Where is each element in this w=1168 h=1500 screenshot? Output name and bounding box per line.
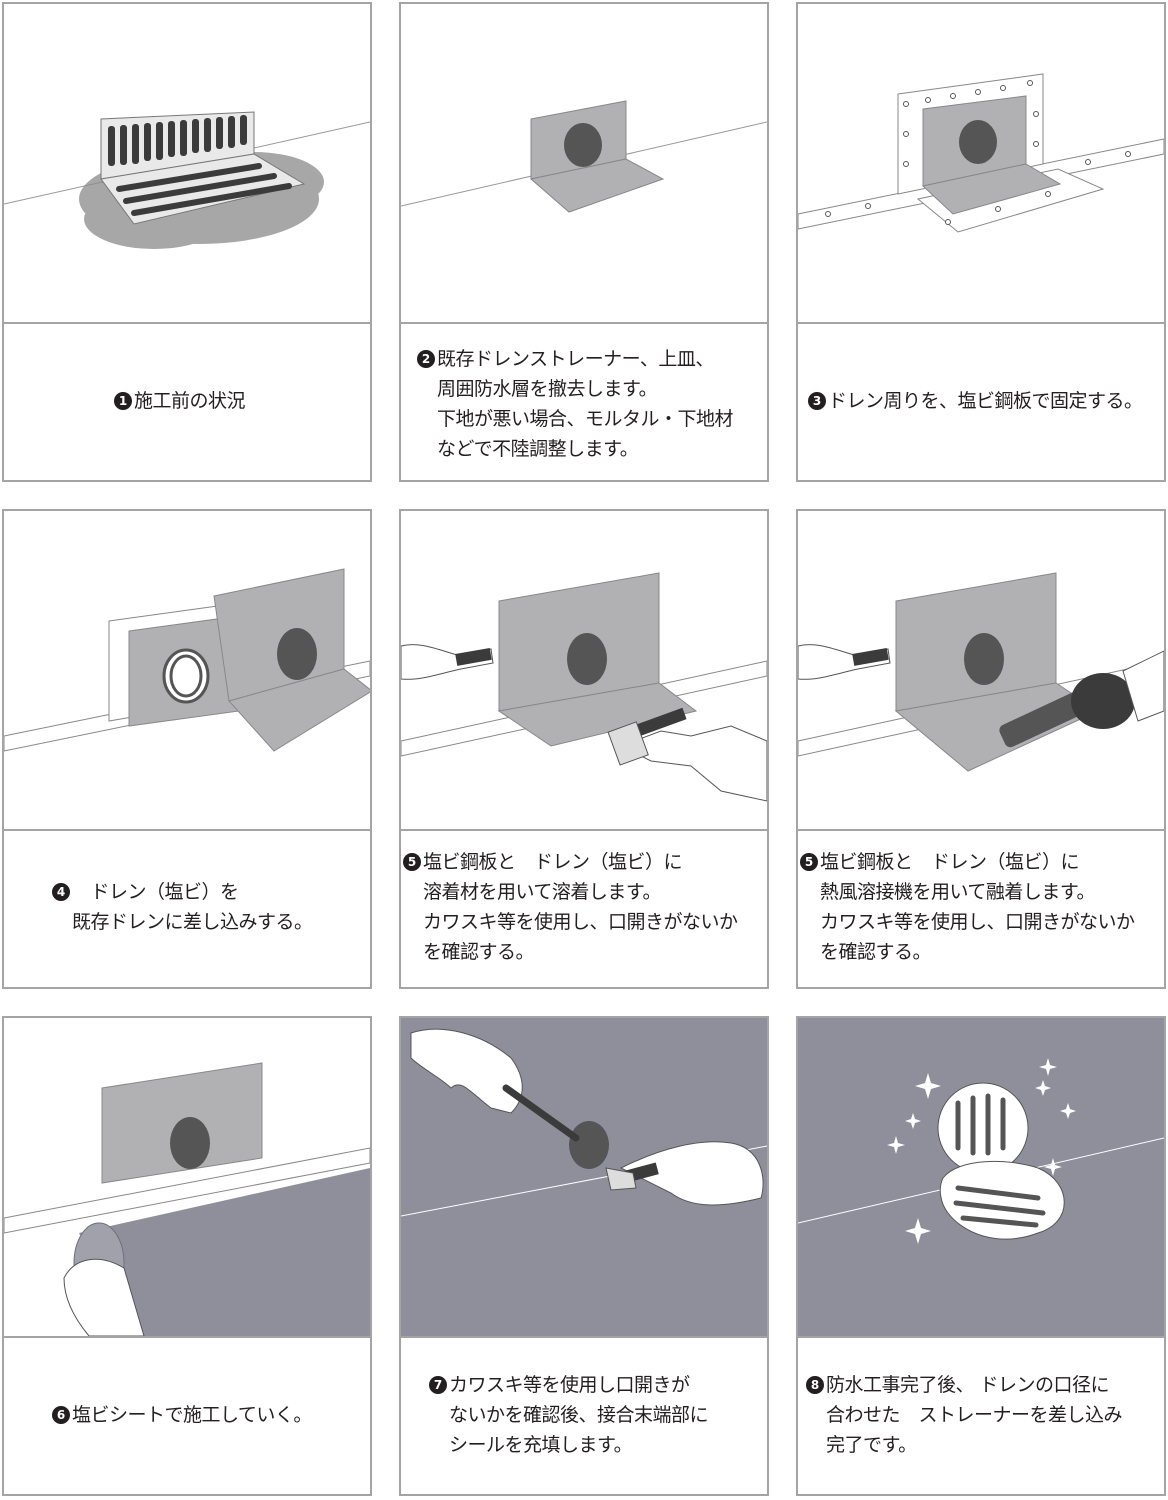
illustration-hot-air-weld — [798, 511, 1164, 829]
step-number-badge: 8 — [806, 1376, 824, 1394]
caption-line: 塩ビシートで施工していく。 — [72, 1404, 312, 1426]
caption-4: 4 ドレン（塩ビ）を 既存ドレンに差し込みする。 — [4, 829, 370, 987]
caption-line: 既存ドレンに差し込みする。 — [72, 911, 313, 933]
step-number-badge: 2 — [417, 350, 435, 368]
caption-line: 完了です。 — [826, 1434, 917, 1456]
step-number-badge: 5 — [800, 853, 818, 871]
illustration-existing-drain — [4, 4, 370, 322]
step-number-badge: 1 — [114, 392, 132, 410]
step-number-badge: 3 — [808, 392, 826, 410]
caption-line: 施工前の状況 — [134, 390, 246, 412]
caption-line: 既存ドレンストレーナー、上皿、 — [437, 348, 714, 370]
illustration-solvent-weld — [401, 511, 767, 829]
caption-line: カワスキ等を使用し口開きが — [449, 1374, 690, 1396]
caption-line: カワスキ等を使用し、口開きがないか — [820, 911, 1135, 933]
step-number-badge: 7 — [429, 1376, 447, 1394]
caption-line: 合わせた ストレーナーを差し込み — [826, 1404, 1123, 1426]
caption-line: 熱風溶接機を用いて融着します。 — [820, 881, 1096, 903]
caption-line: 防水工事完了後、 ドレンの口径に — [826, 1374, 1110, 1396]
caption-line: を確認する。 — [423, 941, 535, 963]
step-number-badge: 4 — [52, 883, 70, 901]
caption-line: を確認する。 — [820, 941, 932, 963]
caption-line: 下地が悪い場合、モルタル・下地材 — [437, 408, 734, 430]
caption-line: カワスキ等を使用し、口開きがないか — [423, 911, 738, 933]
caption-line: ないかを確認後、接合末端部に — [449, 1404, 709, 1426]
caption-line: などで不陸調整します。 — [437, 438, 639, 460]
caption-line: ドレン（塩ビ）を — [72, 881, 240, 903]
illustration-sheet-laying — [4, 1018, 370, 1336]
caption-line: 塩ビ鋼板と ドレン（塩ビ）に — [820, 851, 1080, 873]
caption-line: 周囲防水層を撤去します。 — [437, 378, 658, 400]
illustration-steel-plate-fixed — [798, 4, 1164, 322]
caption-line: シールを充填します。 — [449, 1434, 633, 1456]
illustration-drain-insert — [4, 511, 370, 829]
step-card-4: 4 ドレン（塩ビ）を 既存ドレンに差し込みする。 — [2, 509, 372, 989]
illustration-strainer-complete — [798, 1018, 1164, 1336]
illustration-seal-filling — [401, 1018, 767, 1336]
caption-line: ドレン周りを、塩ビ鋼板で固定する。 — [828, 390, 1143, 412]
step-number-badge: 6 — [52, 1406, 70, 1424]
step-number-badge: 5 — [403, 853, 421, 871]
caption-line: 溶着材を用いて溶着します。 — [423, 881, 662, 903]
caption-line: 塩ビ鋼板と ドレン（塩ビ）に — [423, 851, 683, 873]
illustration-drain-sheet — [401, 4, 767, 322]
